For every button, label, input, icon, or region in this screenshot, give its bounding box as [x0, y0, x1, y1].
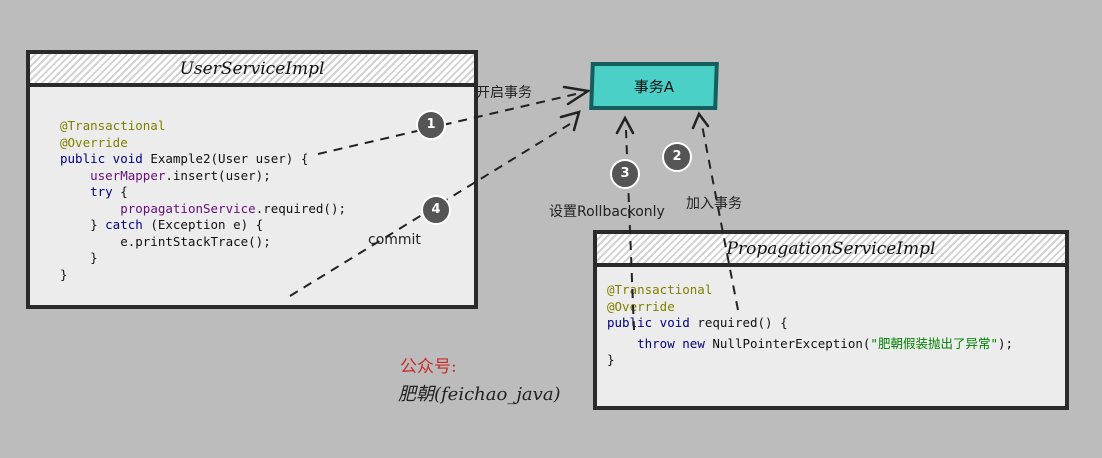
arrow-join-transaction	[701, 124, 739, 311]
step-badge-2: 2	[662, 142, 692, 172]
code-line-5: }	[607, 352, 615, 367]
code-text: NullPointerException(	[704, 335, 871, 351]
watermark-title: 公众号:	[400, 357, 457, 377]
code-line-10: }	[60, 266, 68, 282]
code-text: .required();	[255, 200, 346, 216]
code-text: }	[60, 217, 106, 232]
step-label-commit: commit	[368, 232, 421, 248]
code-field: propagationService	[120, 200, 256, 216]
code-text: (Exception e) {	[142, 217, 264, 232]
transaction-a-box: 事务A	[589, 62, 719, 110]
panel-title-propagation-service-impl: PropagationServiceImpl	[597, 234, 1065, 267]
watermark-name: 肥朝(feichao_java)	[398, 384, 561, 405]
step-badge-1: 1	[416, 110, 446, 140]
code-line-2: @Override	[607, 298, 675, 314]
code-keyword: public void	[607, 315, 690, 330]
code-text: required() {	[689, 315, 788, 330]
propagation-service-impl-panel: PropagationServiceImpl @Transactional @O…	[593, 230, 1069, 410]
code-keyword: throw new	[637, 335, 705, 351]
user-service-code: @Transactional @Override public void Exa…	[60, 118, 346, 283]
user-service-impl-panel: UserServiceImpl @Transactional @Override…	[26, 50, 478, 309]
code-text: Example2(User user) {	[142, 151, 309, 166]
step-badge-4: 4	[421, 195, 451, 225]
code-string: "肥朝假装抛出了异常"	[870, 335, 998, 351]
code-line-2: @Override	[60, 134, 128, 150]
arrow-start-transaction	[317, 93, 577, 155]
arrowhead-join-transaction	[691, 111, 710, 130]
code-field: userMapper	[90, 167, 166, 183]
code-keyword: catch	[105, 217, 143, 232]
code-line-9: }	[60, 250, 98, 265]
step-label-start-transaction: 开启事务	[476, 85, 532, 101]
code-line-8: e.printStackTrace();	[60, 233, 271, 249]
panel-title-user-service-impl: UserServiceImpl	[30, 54, 474, 87]
code-text: );	[997, 335, 1014, 351]
code-keyword: try	[90, 184, 113, 199]
step-badge-3: 3	[610, 159, 640, 189]
code-text: {	[112, 184, 128, 199]
step-label-join-transaction: 加入事务	[686, 196, 742, 212]
code-line-1: @Transactional	[60, 118, 166, 133]
code-keyword: public void	[60, 151, 143, 166]
step-label-set-rollbackonly: 设置Rollbackonly	[549, 204, 665, 220]
arrowhead-commit	[559, 110, 581, 132]
code-text: .insert(user);	[165, 167, 271, 183]
arrowhead-start-transaction	[562, 85, 592, 106]
arrowhead-set-rollbackonly	[615, 115, 635, 135]
transaction-a-label: 事务A	[633, 77, 675, 96]
